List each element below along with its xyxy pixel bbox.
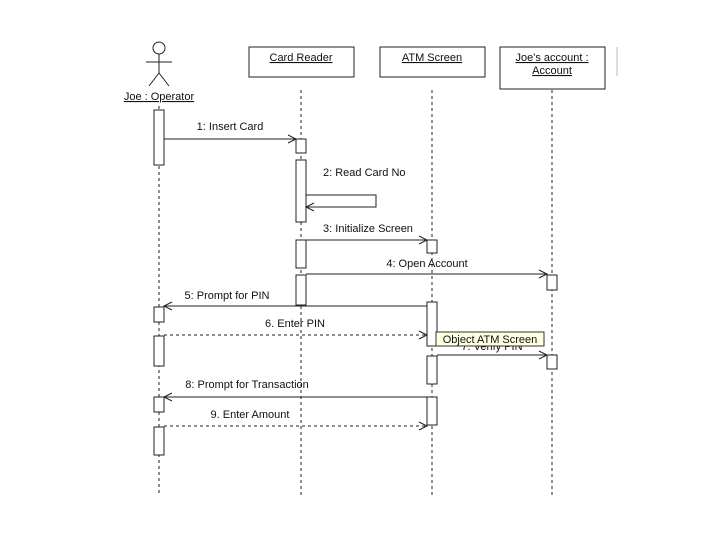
message-2-arrowhead-icon: [304, 202, 315, 212]
activation-joes-account-1: [546, 274, 558, 291]
message-8-arrowhead-icon: [162, 392, 173, 402]
message-1-arrowhead-icon: [287, 134, 298, 144]
message-3-arrowhead-icon: [418, 235, 429, 245]
message-5-label: 5: Prompt for PIN: [185, 290, 270, 302]
actor-operator[interactable]: Joe : Operator: [124, 41, 195, 103]
actor-right-leg-icon: [158, 72, 170, 87]
message-8[interactable]: 8: Prompt for Transaction: [162, 379, 427, 402]
message-9-arrowhead-icon: [418, 421, 429, 431]
activation-joes-account-2: [546, 354, 558, 370]
object-joes-account[interactable]: Joe's account : Account: [499, 46, 606, 90]
tooltip-box: [435, 331, 545, 347]
actor-operator-label: Joe : Operator: [124, 91, 195, 103]
message-3[interactable]: 3: Initialize Screen: [306, 223, 429, 245]
object-card-reader[interactable]: Card Reader: [248, 46, 355, 78]
message-7-arrowhead-icon: [538, 350, 549, 360]
message-2-line: [306, 194, 377, 208]
message-4[interactable]: 4: Open Account: [306, 258, 549, 279]
message-5-arrowhead-icon: [162, 301, 173, 311]
message-9[interactable]: 9. Enter Amount: [164, 409, 429, 431]
object-joes-account-label-2: Account: [532, 65, 572, 77]
message-1-label: 1: Insert Card: [197, 121, 264, 133]
message-4-label: 4: Open Account: [386, 258, 467, 270]
message-6-label: 6. Enter PIN: [265, 318, 325, 330]
object-joes-account-box: [499, 46, 606, 90]
actor-head-icon: [152, 41, 166, 55]
tooltip-text: Object ATM Screen: [443, 334, 538, 346]
message-9-label: 9. Enter Amount: [211, 409, 290, 421]
activation-atm-screen-3: [426, 355, 438, 385]
message-2[interactable]: 2: Read Card No: [304, 167, 406, 212]
activation-operator-5: [153, 426, 165, 456]
message-2-label: 2: Read Card No: [323, 167, 406, 179]
object-atm-screen[interactable]: ATM Screen: [379, 46, 486, 78]
message-6[interactable]: 6. Enter PIN: [164, 318, 429, 340]
activation-card-reader-3: [295, 239, 307, 269]
object-card-reader-box: [248, 46, 355, 78]
activation-card-reader-1: [295, 138, 307, 154]
object-card-reader-label: Card Reader: [270, 52, 333, 64]
object-atm-screen-box: [379, 46, 486, 78]
activation-atm-screen-4: [426, 396, 438, 426]
activation-atm-screen-1: [426, 239, 438, 254]
activation-card-reader-2: [295, 159, 307, 223]
activation-operator-2: [153, 306, 165, 323]
activation-atm-screen-2: [426, 301, 438, 347]
activation-card-reader-4: [295, 274, 307, 306]
message-5[interactable]: 5: Prompt for PIN: [162, 290, 427, 311]
message-6-arrowhead-icon: [418, 330, 429, 340]
object-joes-account-label: Joe's account :: [515, 52, 588, 64]
message-4-arrowhead-icon: [538, 269, 549, 279]
actor-left-leg-icon: [148, 72, 160, 87]
message-8-label: 8: Prompt for Transaction: [185, 379, 309, 391]
object-atm-screen-label: ATM Screen: [402, 52, 462, 64]
tooltip-object-atm-screen: Object ATM Screen: [435, 331, 545, 347]
activation-operator-4: [153, 396, 165, 413]
activation-operator-3: [153, 335, 165, 367]
message-3-label: 3: Initialize Screen: [323, 223, 413, 235]
message-1[interactable]: 1: Insert Card: [164, 121, 298, 144]
activation-operator-1: [153, 109, 165, 166]
